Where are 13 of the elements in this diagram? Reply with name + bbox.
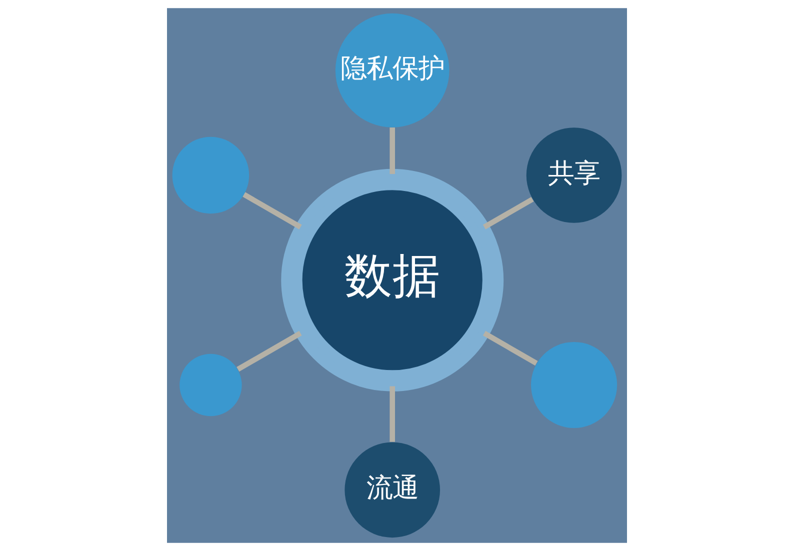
node-circle — [530, 342, 617, 428]
connector — [482, 196, 534, 230]
node-circle: 共享 — [526, 128, 622, 223]
node-circle: 隐私保护 — [334, 13, 449, 128]
connector — [236, 330, 302, 372]
node-circle — [179, 354, 242, 416]
node-circle: 数据 — [280, 168, 504, 392]
connector — [242, 192, 302, 230]
connector — [389, 386, 395, 442]
connector — [389, 127, 395, 174]
node-circle — [172, 136, 249, 214]
node-circle: 流通 — [344, 442, 440, 538]
connector — [482, 330, 538, 366]
